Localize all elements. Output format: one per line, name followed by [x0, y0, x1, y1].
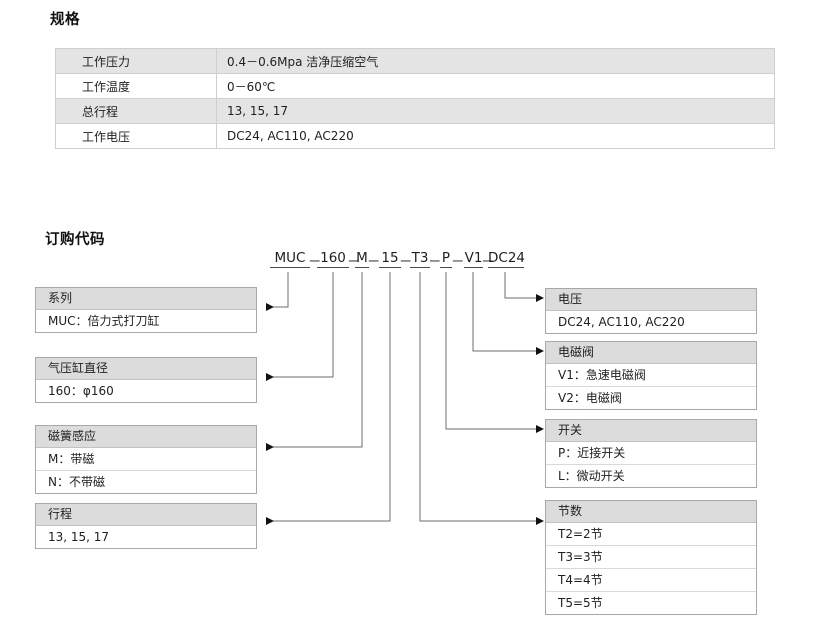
- legend-row: V2：电磁阀: [546, 387, 756, 409]
- table-row: 总行程 13, 15, 17: [55, 98, 775, 124]
- spec-value: DC24, AC110, AC220: [216, 123, 775, 149]
- code-token-15: 15: [379, 250, 401, 268]
- legend-row: T4=4节: [546, 569, 756, 592]
- table-row: 工作温度 0－60℃: [55, 73, 775, 99]
- code-separator: －: [481, 254, 495, 270]
- spec-label: 工作电压: [55, 123, 217, 149]
- spec-table-body: 工作压力 0.4－0.6Mpa 洁净压缩空气 工作温度 0－60℃ 总行程 13…: [55, 48, 775, 149]
- spec-value: 0.4－0.6Mpa 洁净压缩空气: [216, 48, 775, 74]
- code-token-v1: V1: [464, 250, 483, 268]
- code-token-p: P: [440, 250, 452, 268]
- legend-row: V1：急速电磁阀: [546, 364, 756, 387]
- legend-header: 开关: [546, 420, 756, 442]
- table-row: 工作压力 0.4－0.6Mpa 洁净压缩空气: [55, 48, 775, 74]
- legend-row: L：微动开关: [546, 465, 756, 487]
- legend-row: 160：φ160: [36, 380, 256, 402]
- legend-row: P：近接开关: [546, 442, 756, 465]
- legend-row: M：带磁: [36, 448, 256, 471]
- code-separator: －: [451, 254, 465, 270]
- code-token-muc: MUC: [270, 250, 310, 268]
- code-token-160: 160: [317, 250, 349, 268]
- legend-header: 磁簧感应: [36, 426, 256, 448]
- legend-header: 电压: [546, 289, 756, 311]
- legend-row: T5=5节: [546, 592, 756, 614]
- legend-header: 气压缸直径: [36, 358, 256, 380]
- legend-header: 系列: [36, 288, 256, 310]
- legend-row: DC24, AC110, AC220: [546, 311, 756, 333]
- legend-header: 行程: [36, 504, 256, 526]
- legend-row: T3=3节: [546, 546, 756, 569]
- spec-label: 工作压力: [55, 48, 217, 74]
- spec-value: 13, 15, 17: [216, 98, 775, 124]
- spec-label: 工作温度: [55, 73, 217, 99]
- legend-header: 电磁阀: [546, 342, 756, 364]
- specification-table: 工作压力 0.4－0.6Mpa 洁净压缩空气 工作温度 0－60℃ 总行程 13…: [55, 48, 775, 149]
- legend-row: 13, 15, 17: [36, 526, 256, 548]
- legend-row: MUC：倍力式打刀缸: [36, 310, 256, 332]
- code-separator: －: [308, 254, 322, 270]
- code-separator: －: [347, 254, 361, 270]
- code-separator: －: [367, 254, 381, 270]
- spec-value: 0－60℃: [216, 73, 775, 99]
- ordering-code-section-title: 订购代码: [45, 232, 105, 248]
- code-token-t3: T3: [410, 250, 430, 268]
- code-separator: －: [428, 254, 442, 270]
- spec-section-title: 规格: [50, 12, 80, 28]
- legend-header: 节数: [546, 501, 756, 523]
- legend-row: T2=2节: [546, 523, 756, 546]
- code-token-dc24: DC24: [488, 250, 525, 268]
- code-token-m: M: [355, 250, 369, 268]
- legend-row: N：不带磁: [36, 471, 256, 493]
- code-separator: －: [399, 254, 413, 270]
- spec-label: 总行程: [55, 98, 217, 124]
- table-row: 工作电压 DC24, AC110, AC220: [55, 123, 775, 149]
